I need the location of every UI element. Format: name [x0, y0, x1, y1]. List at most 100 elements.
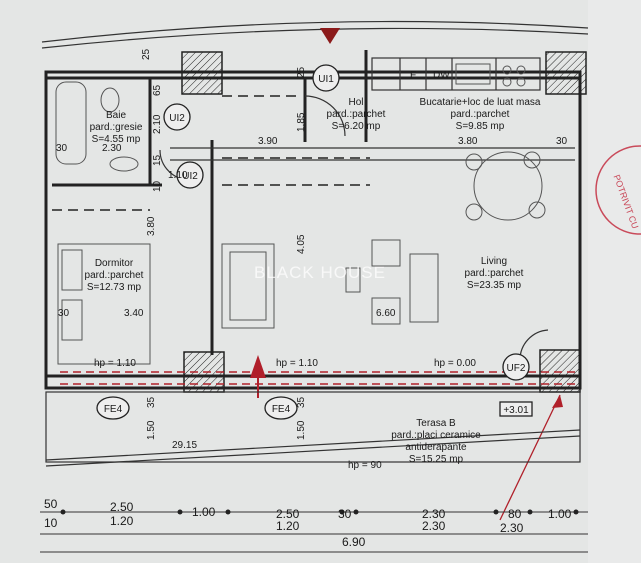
svg-text:FE4: FE4 [272, 404, 291, 415]
sink-icon [455, 63, 491, 85]
dim-label-vertical: 1.50 [146, 420, 157, 440]
tag-ui1: UI1 [312, 64, 340, 92]
dim-label-vertical: 4.05 [296, 234, 307, 254]
stove-burner-icon [502, 77, 512, 87]
svg-text:pard.:gresie: pard.:gresie [90, 122, 143, 133]
svg-text:pard.:parchet: pard.:parchet [451, 109, 510, 120]
hp-label: hp = 1.10 [94, 358, 136, 369]
dim-label: 29.15 [172, 440, 197, 451]
svg-text:4.05: 4.05 [296, 234, 307, 254]
dim-label-vertical: 25 [141, 48, 152, 60]
bottom-dim: 1.20 [110, 514, 134, 528]
column-top-right [545, 51, 587, 95]
svg-text:pard.:parchet: pard.:parchet [327, 109, 386, 120]
svg-text:Living: Living [481, 256, 507, 267]
pillow-icon [61, 299, 83, 341]
svg-text:Bucatarie+loc de luat masa: Bucatarie+loc de luat masa [420, 97, 541, 108]
svg-text:pard.:parchet: pard.:parchet [465, 268, 524, 279]
bottom-dim: 50 [44, 497, 58, 511]
chair-icon [465, 153, 483, 171]
armchair-icon [371, 239, 401, 267]
column-bottom-right [539, 349, 581, 393]
svg-text:1.50: 1.50 [296, 420, 307, 440]
bottom-dim-total: 6.90 [342, 535, 366, 549]
svg-text:1.85: 1.85 [296, 112, 307, 132]
svg-text:S=23.35 mp: S=23.35 mp [467, 280, 522, 291]
tv-unit-icon [409, 253, 439, 323]
dim-label-vertical: 1.85 [296, 112, 307, 132]
sofa-seat-icon [229, 251, 267, 321]
armchair-icon [371, 297, 401, 325]
hp-label: hp = 1.10 [276, 358, 318, 369]
stove-burner-icon [516, 77, 526, 87]
tag-fe4: FE4 [264, 396, 298, 420]
column-top-left [181, 51, 223, 95]
dim-label: 30 [556, 136, 568, 147]
dim-label-vertical: 2.10 [152, 114, 163, 134]
svg-text:25: 25 [141, 48, 152, 60]
svg-text:Dormitor: Dormitor [95, 258, 134, 269]
svg-text:+3.01: +3.01 [503, 405, 529, 416]
dim-label-vertical: 65 [152, 84, 163, 96]
svg-text:FE4: FE4 [104, 404, 123, 415]
dim-label: 3.80 [458, 136, 478, 147]
dim-label: 3.90 [258, 136, 278, 147]
svg-text:UF2: UF2 [507, 363, 526, 374]
north-arrow-icon [250, 355, 266, 378]
svg-text:2.10: 2.10 [152, 114, 163, 134]
bottom-dim: 80 [508, 507, 522, 521]
red-arrow-icon [552, 395, 563, 408]
dim-label-vertical: 1.50 [296, 420, 307, 440]
bottom-dim: 2.30 [422, 507, 446, 521]
bottom-dim: 2.50 [110, 500, 134, 514]
dim-label: 30 [58, 308, 70, 319]
bed-icon [57, 243, 151, 365]
room-label-dormitor: Dormitor pard.:parchet S=12.73 mp [85, 258, 144, 293]
dining-table-icon [473, 151, 543, 221]
svg-text:pard.:parchet: pard.:parchet [85, 270, 144, 281]
sink-icon [109, 156, 139, 172]
room-label-bucatarie: Bucatarie+loc de luat masa pard.:parchet… [420, 97, 541, 132]
bottom-dim: 2.50 [276, 507, 300, 521]
dimension-ticks [60, 509, 579, 515]
svg-text:35: 35 [296, 396, 307, 408]
dim-label: 30 [56, 143, 68, 154]
svg-text:UI2: UI2 [182, 171, 198, 182]
tag-fe4: FE4 [96, 396, 130, 420]
terrace-slope-line [45, 429, 581, 461]
facade-line-top-2 [41, 27, 589, 49]
svg-text:pard.:placi ceramice: pard.:placi ceramice [391, 430, 481, 441]
stove-burner-icon [516, 65, 526, 75]
dim-label-vertical: 3.80 [146, 216, 157, 236]
kitchen-counter [371, 57, 541, 91]
svg-text:S=15.25 mp: S=15.25 mp [409, 454, 464, 465]
tag-ui2: UI2 [176, 161, 204, 189]
watermark: BLACK HOUSE [254, 263, 386, 282]
svg-text:15: 15 [152, 154, 163, 166]
dim-label: 1.10 [168, 170, 188, 181]
room-label-living: Living pard.:parchet S=23.35 mp [465, 256, 524, 291]
dim-label-vertical: 25 [296, 66, 307, 78]
bottom-dim: 1.00 [548, 507, 572, 521]
terrace-outline [45, 391, 581, 463]
chair-icon [528, 201, 546, 219]
bottom-dim: 2.30 [500, 521, 524, 535]
dishwasher-label: DW [433, 70, 450, 81]
level-tag: +3.01 [499, 401, 533, 417]
facade-line-top [41, 20, 589, 43]
coffee-table-icon [345, 267, 361, 293]
svg-text:S=4.55 mp: S=4.55 mp [92, 134, 141, 145]
stamp-icon [595, 145, 641, 235]
bottom-dim: 1.00 [192, 505, 216, 519]
bottom-dim: 10 [44, 516, 58, 530]
tag-ui2: UI2 [163, 103, 191, 131]
dim-label-vertical: 35 [146, 396, 157, 408]
bottom-dim: 30 [338, 507, 352, 521]
dim-label: 2.30 [102, 143, 122, 154]
svg-text:25: 25 [296, 66, 307, 78]
door-arc [304, 95, 346, 137]
svg-text:UI2: UI2 [169, 113, 185, 124]
bottom-dim: 1.20 [276, 519, 300, 533]
hp-label: hp = 90 [348, 460, 382, 471]
